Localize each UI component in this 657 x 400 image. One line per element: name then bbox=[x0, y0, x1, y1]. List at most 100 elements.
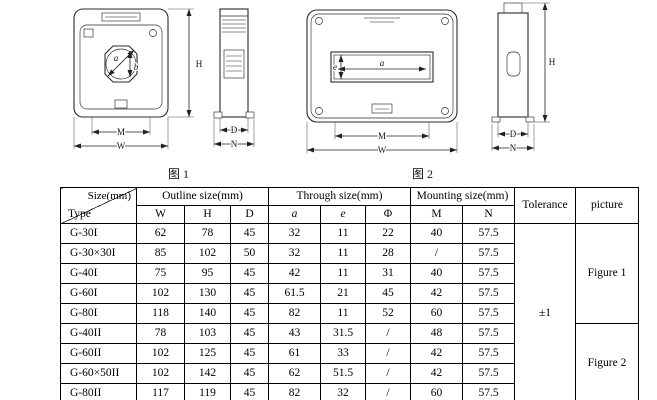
figure1-side-view: D N bbox=[213, 8, 255, 150]
spec-table: Size(mm) Type Outline size(mm) Through s… bbox=[60, 187, 639, 400]
cell-phi: / bbox=[365, 363, 411, 384]
tolerance-value: ±1 bbox=[514, 223, 576, 400]
svg-text:D: D bbox=[510, 129, 517, 139]
cell-a: 82 bbox=[268, 383, 321, 400]
cell-d: 45 bbox=[230, 303, 269, 324]
mounting-foot bbox=[213, 111, 223, 119]
figure2-front-view: a e M W bbox=[306, 9, 458, 156]
cell-n: 57.5 bbox=[462, 263, 515, 284]
cell-m: 40 bbox=[410, 223, 463, 244]
table-row: G-80II 117 119 45 82 32 / 60 57.5 bbox=[60, 383, 639, 400]
mounting-foot bbox=[525, 116, 535, 123]
top-cap bbox=[503, 2, 523, 14]
dimension-M: M bbox=[91, 117, 151, 138]
dimension-M: M bbox=[334, 122, 430, 142]
screw-icon bbox=[315, 107, 323, 115]
cell-h: 130 bbox=[184, 283, 231, 304]
cell-a: 32 bbox=[268, 243, 321, 264]
svg-text:N: N bbox=[510, 143, 517, 153]
header-picture: picture bbox=[575, 187, 639, 224]
cell-w: 78 bbox=[136, 323, 185, 344]
screw-icon bbox=[441, 107, 449, 115]
dimension-a: a bbox=[338, 57, 426, 72]
picture-figure-1: Figure 1 bbox=[575, 223, 639, 324]
dimension-W: W bbox=[306, 122, 458, 156]
cell-type: G-40I bbox=[60, 263, 137, 284]
svg-text:a: a bbox=[380, 58, 385, 68]
table-row: G-40I 75 95 45 42 11 31 40 57.5 bbox=[60, 263, 639, 284]
screw-icon bbox=[441, 17, 449, 25]
subheader-d: D bbox=[230, 205, 269, 224]
table-row: G-60I 102 130 45 61.5 21 45 42 57.5 bbox=[60, 283, 639, 304]
cell-d: 45 bbox=[230, 343, 269, 364]
dimension-b: b bbox=[127, 51, 140, 77]
cell-d: 45 bbox=[230, 383, 269, 400]
cell-h: 103 bbox=[184, 323, 231, 344]
terminal-mark bbox=[83, 28, 94, 38]
cell-e: 33 bbox=[320, 343, 366, 364]
subheader-phi: Φ bbox=[365, 205, 411, 224]
subheader-w: W bbox=[136, 205, 185, 224]
cell-h: 140 bbox=[184, 303, 231, 324]
cell-phi: 31 bbox=[365, 263, 411, 284]
cell-m: 42 bbox=[410, 363, 463, 384]
mounting-foot bbox=[245, 111, 255, 119]
picture-figure-2: Figure 2 bbox=[575, 323, 639, 400]
svg-text:D: D bbox=[231, 125, 238, 135]
svg-text:W: W bbox=[117, 141, 126, 151]
cell-a: 32 bbox=[268, 223, 321, 244]
figure1-front-view: a b H M W bbox=[73, 8, 204, 152]
dimension-D: D bbox=[219, 118, 249, 136]
subheader-e: e bbox=[320, 205, 366, 224]
dimension-H: H bbox=[168, 8, 204, 118]
cell-w: 117 bbox=[136, 383, 185, 400]
cell-e: 51.5 bbox=[320, 363, 366, 384]
cell-w: 75 bbox=[136, 263, 185, 284]
cell-e: 11 bbox=[320, 303, 366, 324]
screw-icon bbox=[315, 17, 323, 25]
dimension-N: N bbox=[213, 119, 255, 150]
cell-h: 142 bbox=[184, 363, 231, 384]
subheader-m: M bbox=[410, 205, 463, 224]
cell-type: G-60I bbox=[60, 283, 137, 304]
cell-phi: / bbox=[365, 343, 411, 364]
header-outline-size: Outline size(mm) bbox=[136, 187, 269, 206]
cell-n: 57.5 bbox=[462, 383, 515, 400]
cell-phi: 28 bbox=[365, 243, 411, 264]
cell-d: 45 bbox=[230, 323, 269, 344]
dimension-W: W bbox=[73, 117, 169, 152]
cell-type: G-30I bbox=[60, 223, 137, 244]
cell-h: 119 bbox=[184, 383, 231, 400]
cell-d: 45 bbox=[230, 223, 269, 244]
dimension-H: H bbox=[522, 2, 557, 123]
corner-type-label: Type bbox=[68, 207, 91, 220]
corner-header: Size(mm) Type bbox=[60, 187, 137, 224]
terminal-block bbox=[114, 99, 128, 109]
cell-m: / bbox=[410, 243, 463, 264]
cell-m: 42 bbox=[410, 343, 463, 364]
screw-icon bbox=[149, 29, 157, 37]
cell-n: 57.5 bbox=[462, 283, 515, 304]
svg-text:M: M bbox=[378, 131, 386, 141]
cell-a: 62 bbox=[268, 363, 321, 384]
svg-text:N: N bbox=[231, 139, 238, 149]
cell-w: 62 bbox=[136, 223, 185, 244]
dimension-e: e bbox=[332, 55, 344, 79]
cell-n: 57.5 bbox=[462, 363, 515, 384]
svg-text:a: a bbox=[114, 53, 119, 63]
svg-text:M: M bbox=[117, 127, 125, 137]
cell-h: 78 bbox=[184, 223, 231, 244]
cell-m: 48 bbox=[410, 323, 463, 344]
cell-h: 125 bbox=[184, 343, 231, 364]
cell-n: 57.5 bbox=[462, 323, 515, 344]
cell-e: 11 bbox=[320, 243, 366, 264]
cell-type: G-40II bbox=[60, 323, 137, 344]
cell-e: 32 bbox=[320, 383, 366, 400]
cell-a: 42 bbox=[268, 263, 321, 284]
cell-n: 57.5 bbox=[462, 343, 515, 364]
cell-type: G-60×50II bbox=[60, 363, 137, 384]
cell-n: 57.5 bbox=[462, 243, 515, 264]
header-through-size: Through size(mm) bbox=[268, 187, 411, 206]
cell-w: 102 bbox=[136, 283, 185, 304]
